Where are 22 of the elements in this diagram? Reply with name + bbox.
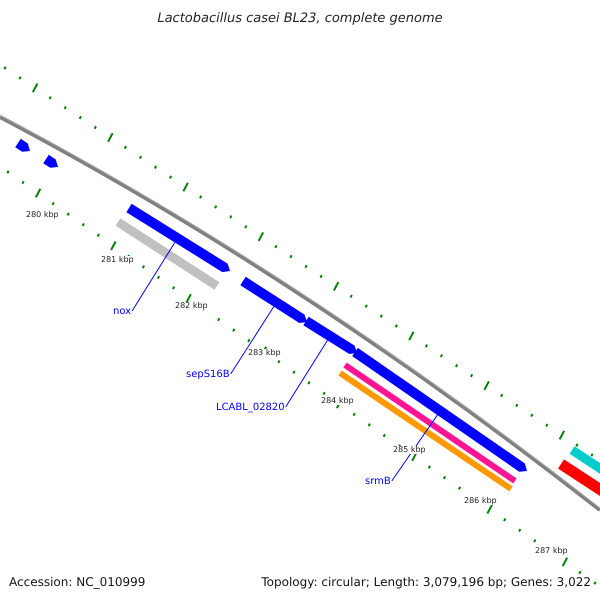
scale-label: 283 kbp bbox=[248, 349, 281, 357]
leader-line bbox=[285, 340, 328, 408]
scale-label: 284 kbp bbox=[321, 397, 354, 405]
footer-text: Topology: circular; Length: 3,079,196 bp; Genes: 3,022 bbox=[261, 576, 591, 588]
scale-label: 285 kbp bbox=[393, 446, 426, 454]
leader-line bbox=[230, 306, 274, 374]
scale-label: 286 kbp bbox=[464, 497, 497, 505]
diagram-title: Lactobacillus casei BL23, complete genome bbox=[156, 12, 444, 25]
gene-label: srmB bbox=[365, 477, 391, 487]
gene-bar bbox=[240, 276, 307, 323]
scale-label: 287 kbp bbox=[535, 547, 568, 555]
gene-label: LCABL_02820 bbox=[216, 403, 285, 413]
gene-bar bbox=[352, 348, 527, 472]
scale-label: 280 kbp bbox=[26, 211, 59, 219]
gene-label: nox bbox=[113, 307, 132, 317]
leader-line bbox=[132, 242, 176, 312]
gene-label: sepS16B bbox=[186, 370, 230, 380]
gene-bar bbox=[303, 316, 357, 354]
scale-label: 282 kbp bbox=[175, 302, 208, 310]
footer-text: Accession: NC_010999 bbox=[9, 576, 146, 588]
leader-line bbox=[391, 414, 438, 482]
scale-label: 281 kbp bbox=[101, 256, 134, 264]
